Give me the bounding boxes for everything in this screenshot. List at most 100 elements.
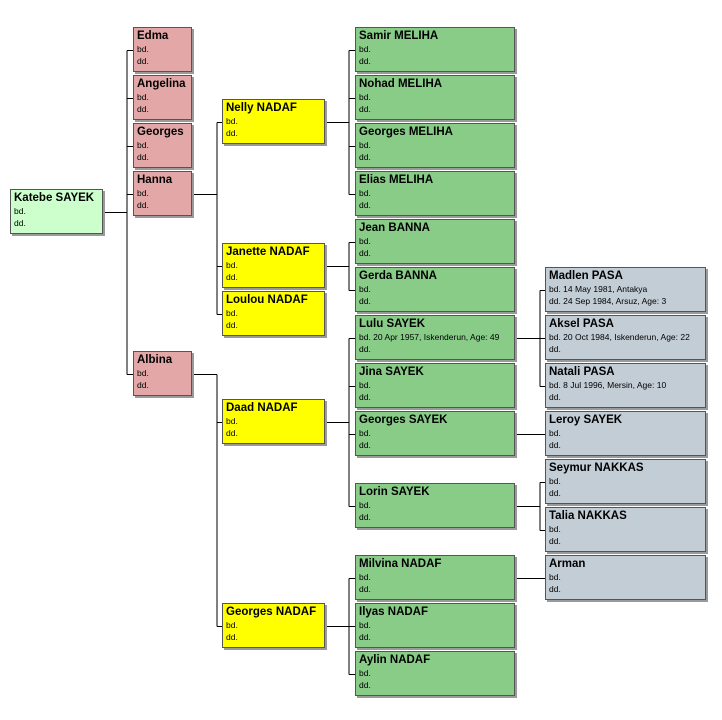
person-name: Milvina NADAF [359, 558, 442, 570]
death-line: dd. [359, 512, 371, 522]
death-line: dd. [226, 320, 238, 330]
birth-line: bd. [226, 416, 238, 426]
birth-line: bd. [359, 236, 371, 246]
death-line: dd. [359, 152, 371, 162]
birth-line: bd. [226, 308, 238, 318]
person-name: Jean BANNA [359, 222, 430, 234]
birth-line: bd. [226, 116, 238, 126]
person-box-elias[interactable]: Elias MELIHA bd. dd. [355, 171, 515, 216]
death-line: dd. [226, 128, 238, 138]
person-name: Aksel PASA [549, 318, 614, 330]
death-line: dd. [137, 200, 149, 210]
person-box-daad[interactable]: Daad NADAF bd. dd. [222, 399, 325, 444]
birth-line: bd. [359, 92, 371, 102]
person-name: Georges MELIHA [359, 126, 453, 138]
birth-line: bd. [359, 572, 371, 582]
person-name: Elias MELIHA [359, 174, 434, 186]
death-line: dd. [359, 680, 371, 690]
birth-line: bd. [359, 284, 371, 294]
birth-line: bd. [359, 44, 371, 54]
birth-line: bd. [359, 428, 371, 438]
person-name: Daad NADAF [226, 402, 298, 414]
person-box-seymur[interactable]: Seymur NAKKAS bd. dd. [545, 459, 706, 504]
birth-line: bd. [359, 188, 371, 198]
person-name: Talia NAKKAS [549, 510, 627, 522]
person-box-aylin[interactable]: Aylin NADAF bd. dd. [355, 651, 515, 696]
person-name: Angelina [137, 78, 186, 90]
birth-line: bd. [137, 368, 149, 378]
birth-line: bd. 20 Oct 1984, Iskenderun, Age: 22 [549, 332, 690, 342]
death-line: dd. [226, 428, 238, 438]
person-box-milvina[interactable]: Milvina NADAF bd. dd. [355, 555, 515, 600]
death-line: dd. [137, 152, 149, 162]
birth-line: bd. [549, 476, 561, 486]
person-name: Lorin SAYEK [359, 486, 430, 498]
person-name: Georges [137, 126, 184, 138]
person-box-albina[interactable]: Albina bd. dd. [133, 351, 192, 396]
death-line: dd. [359, 344, 371, 354]
death-line: dd. [359, 632, 371, 642]
death-line: dd. [137, 56, 149, 66]
person-name: Leroy SAYEK [549, 414, 623, 426]
person-box-georgesmeliha[interactable]: Georges MELIHA bd. dd. [355, 123, 515, 168]
death-line: dd. [549, 488, 561, 498]
death-line: dd. [226, 272, 238, 282]
person-name: Albina [137, 354, 173, 366]
birth-line: bd. [359, 140, 371, 150]
person-name: Samir MELIHA [359, 30, 439, 42]
person-name: Gerda BANNA [359, 270, 437, 282]
person-name: Katebe SAYEK [14, 192, 95, 204]
birth-line: bd. [226, 620, 238, 630]
person-name: Nelly NADAF [226, 102, 297, 114]
birth-line: bd. [549, 572, 561, 582]
person-box-nelly[interactable]: Nelly NADAF bd. dd. [222, 99, 325, 144]
person-box-jean[interactable]: Jean BANNA bd. dd. [355, 219, 515, 264]
death-line: dd. [359, 104, 371, 114]
death-line: dd. [359, 200, 371, 210]
person-name: Aylin NADAF [359, 654, 431, 666]
death-line: dd. [359, 248, 371, 258]
person-box-madlen[interactable]: Madlen PASA bd. 14 May 1981, Antakya dd. 2… [545, 267, 706, 312]
birth-line: bd. [14, 206, 26, 216]
birth-line: bd. 8 Jul 1996, Mersin, Age: 10 [549, 380, 667, 390]
death-line: dd. [359, 392, 371, 402]
death-line: dd. [359, 584, 371, 594]
birth-line: bd. [359, 500, 371, 510]
person-name: Madlen PASA [549, 270, 623, 282]
death-line: dd. 24 Sep 1984, Arsuz, Age: 3 [549, 296, 667, 306]
death-line: dd. [549, 392, 561, 402]
person-box-ilyas[interactable]: Ilyas NADAF bd. dd. [355, 603, 515, 648]
birth-line: bd. [359, 668, 371, 678]
person-name: Ilyas NADAF [359, 606, 429, 618]
birth-line: bd. [359, 620, 371, 630]
person-box-lorin[interactable]: Lorin SAYEK bd. dd. [355, 483, 515, 528]
person-name: Seymur NAKKAS [549, 462, 644, 474]
death-line: dd. [549, 440, 561, 450]
person-name: Lulu SAYEK [359, 318, 426, 330]
birth-line: bd. [137, 188, 149, 198]
death-line: dd. [137, 380, 149, 390]
person-box-aksel[interactable]: Aksel PASA bd. 20 Oct 1984, Iskenderun, A… [545, 315, 706, 360]
death-line: dd. [549, 584, 561, 594]
birth-line: bd. 14 May 1981, Antakya [549, 284, 648, 294]
person-box-leroy[interactable]: Leroy SAYEK bd. dd. [545, 411, 706, 456]
birth-line: bd. [549, 428, 561, 438]
